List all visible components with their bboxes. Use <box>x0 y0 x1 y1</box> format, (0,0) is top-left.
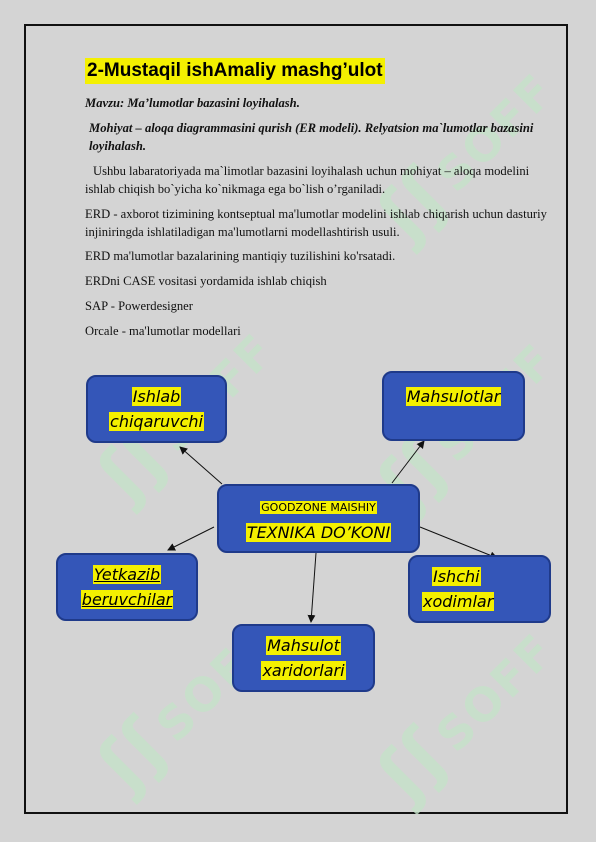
entity-products: Mahsulotlar <box>382 371 525 441</box>
paragraph: ERD ma'lumotlar bazalarining mantiqiy tu… <box>85 249 396 263</box>
arrow-to-products <box>391 440 425 484</box>
arrow-to-staff <box>419 526 498 560</box>
subtopic-line: Mohiyat – aloqa diagrammasini qurish (ER… <box>89 121 534 153</box>
topic-line: Mavzu: Ma’lumotlar bazasini loyihalash. <box>85 96 300 110</box>
page-title: 2-Mustaqil ishAmaliy mashg’ulot <box>85 58 385 84</box>
arrow-to-suppliers <box>167 526 215 551</box>
arrow-to-producer <box>179 446 223 485</box>
paragraph: ERD - axborot tizimining kontseptual ma'… <box>85 207 547 239</box>
paragraph: Orcale - ma'lumotlar modellari <box>85 324 241 338</box>
entity-center-store: GOODZONE MAISHIY TEXNIKA DO’KONI <box>217 484 420 553</box>
paragraph: Ushbu labaratoriyada ma`limotlar bazasin… <box>85 164 530 196</box>
arrow-to-buyers <box>307 552 317 623</box>
paragraph: SAP - Powerdesigner <box>85 299 193 313</box>
paragraph: ERDni CASE vositasi yordamida ishlab chi… <box>85 274 327 288</box>
